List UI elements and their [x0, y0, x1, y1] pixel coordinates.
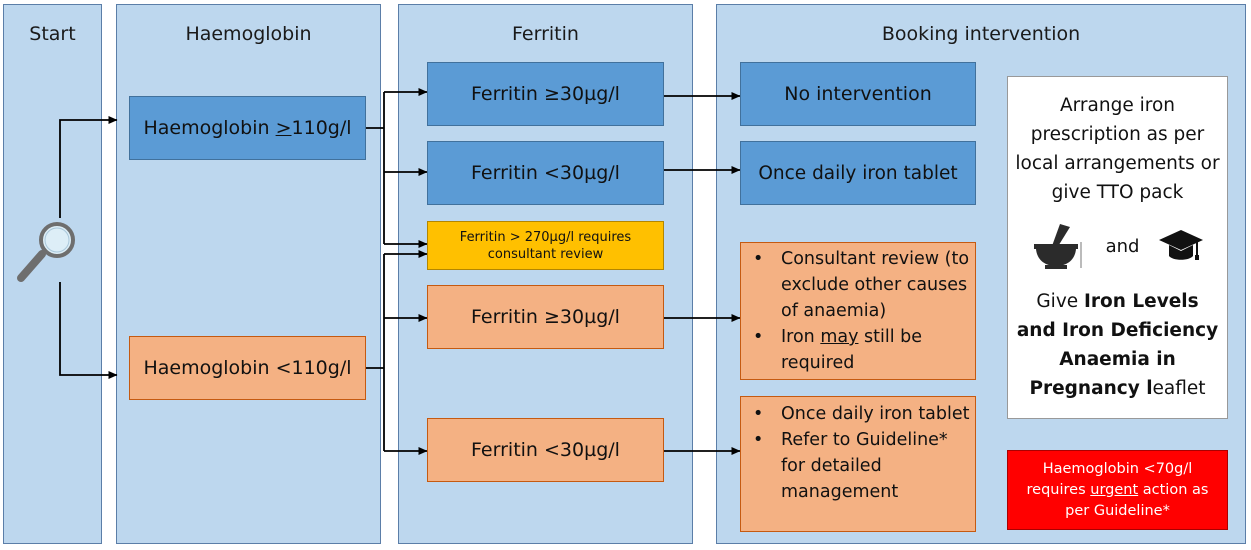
consultant-bullet-1: Consultant review (to exclude other caus… — [753, 246, 975, 324]
ferr-warning-label: Ferritin > 270µg/l requires consultant r… — [459, 229, 632, 262]
hb-low-label: Haemoglobin <110g/l — [143, 357, 352, 379]
once-daily-box: Once daily iron tablet — [740, 141, 976, 205]
arrange-box: Arrange iron prescription as per local a… — [1007, 76, 1228, 419]
iron-tablet-box: Once daily iron tablet Refer to Guidelin… — [740, 396, 976, 532]
arrow-start-to-hb-low — [59, 282, 118, 379]
consultant-bullets: Consultant review (to exclude other caus… — [741, 246, 975, 376]
ferr-high-orange-label: Ferritin ≥30µg/l — [471, 306, 620, 328]
no-intervention-label: No intervention — [784, 83, 932, 105]
consultant-bullet-2: Iron may still be required — [753, 324, 975, 376]
iron-tablet-bullets: Once daily iron tablet Refer to Guidelin… — [741, 401, 975, 505]
lane-title-ferritin: Ferritin — [512, 23, 579, 45]
ferr-low-orange-box: Ferritin <30µg/l — [427, 418, 664, 482]
no-intervention-box: No intervention — [740, 62, 976, 126]
ferr-low-blue-label: Ferritin <30µg/l — [471, 162, 620, 184]
icon-row: and — [1030, 221, 1206, 271]
and-label: and — [1105, 235, 1140, 257]
consultant-box: Consultant review (to exclude other caus… — [740, 242, 976, 380]
once-daily-label: Once daily iron tablet — [758, 162, 958, 184]
lane-haemoglobin: Haemoglobin — [116, 4, 381, 544]
ferr-low-orange-label: Ferritin <30µg/l — [471, 439, 620, 461]
lane-title-booking: Booking intervention — [881, 23, 1081, 45]
arrange-text: Arrange iron prescription as per local a… — [1015, 95, 1220, 203]
ferr-warning-box: Ferritin > 270µg/l requires consultant r… — [427, 221, 664, 270]
ferr-high-blue-box: Ferritin ≥30µg/l — [427, 62, 664, 126]
lane-title-haemoglobin: Haemoglobin — [185, 23, 312, 45]
leaflet-text: Give Iron Levels and Iron Deficiency Ana… — [1016, 291, 1219, 399]
ferr-high-blue-label: Ferritin ≥30µg/l — [471, 83, 620, 105]
lane-title-start: Start — [29, 23, 76, 45]
urgent-label: Haemoglobin <70g/l requires urgent actio… — [1026, 460, 1209, 519]
mortar-pestle-icon — [1033, 224, 1082, 269]
ferr-high-orange-box: Ferritin ≥30µg/l — [427, 285, 664, 349]
ferr-low-blue-box: Ferritin <30µg/l — [427, 141, 664, 205]
iron-bullet-2: Refer to Guideline* for detailed managem… — [753, 427, 975, 505]
magnifier-icon — [17, 222, 75, 282]
urgent-box: Haemoglobin <70g/l requires urgent actio… — [1007, 450, 1228, 530]
iron-bullet-1: Once daily iron tablet — [753, 401, 975, 427]
hb-low-box: Haemoglobin <110g/l — [129, 336, 366, 400]
hb-high-box: Haemoglobin >110g/l — [129, 96, 366, 160]
arrow-start-to-hb-high — [59, 116, 118, 218]
graduation-cap-icon — [1159, 230, 1204, 260]
hb-high-label: Haemoglobin >110g/l — [143, 117, 352, 139]
